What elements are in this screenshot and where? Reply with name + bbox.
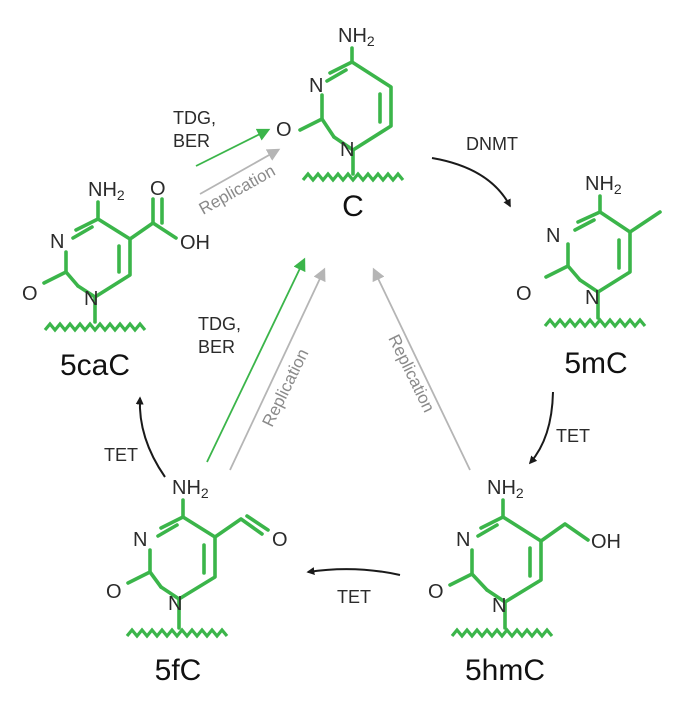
arrow-c-to-5mc	[431, 157, 511, 208]
c-o2-label: O	[276, 119, 292, 141]
c-ring-bonds	[298, 46, 393, 176]
arrow-5cac-to-c-replication	[199, 148, 281, 195]
label-replication-5fc: Replication	[259, 346, 313, 430]
arrow-5fc-to-c-tdg	[206, 257, 306, 463]
c-name: C	[342, 190, 364, 223]
5cac-cooh-oh-label: OH	[180, 232, 210, 254]
arrow-5cac-to-c-tdg	[195, 128, 271, 167]
5fc-ring-bonds	[126, 498, 270, 630]
5fc-cho-o-label: O	[272, 529, 288, 551]
label-tet-5hmc-5fc: TET	[337, 587, 371, 607]
5cac-backbone-wavy	[43, 321, 147, 333]
5fc-nh2-label: NH2	[172, 477, 209, 501]
arrow-5fc-to-c-replication	[229, 267, 326, 471]
label-tet-5mc-5hmc: TET	[556, 426, 590, 446]
molecule-5hmc: NH2 OH N O N 5hmC	[428, 477, 621, 687]
label-dnmt: DNMT	[466, 134, 518, 154]
5hmc-name: 5hmC	[465, 654, 545, 687]
label-tdg-mid-line2: BER	[198, 337, 235, 357]
5fc-o2-label: O	[106, 581, 122, 603]
5hmc-o2-label: O	[428, 581, 444, 603]
5cac-o2-label: O	[22, 283, 38, 305]
5cac-ring-bonds	[42, 197, 178, 324]
molecule-c: NH2 N O N C	[276, 25, 405, 223]
label-replication-5hmc: Replication	[384, 331, 438, 415]
5mc-ring-bonds	[544, 194, 662, 320]
label-tdg-top-line2: BER	[173, 131, 210, 151]
5cac-n1-label: N	[84, 288, 98, 310]
5fc-backbone-wavy	[125, 627, 229, 639]
5cac-name: 5caC	[60, 349, 130, 382]
c-n1-label: N	[340, 139, 354, 161]
label-tet-5fc-5cac: TET	[104, 445, 138, 465]
5cac-n3-label: N	[50, 231, 64, 253]
5mc-n1-label: N	[585, 287, 599, 309]
c-n3-label: N	[309, 75, 323, 97]
5hmc-ring-bonds	[448, 498, 590, 630]
5mc-o2-label: O	[516, 283, 532, 305]
molecule-5fc: NH2 O N O N 5fC	[106, 477, 288, 687]
c-backbone-wavy	[301, 171, 405, 183]
5cac-nh2-label: NH2	[88, 179, 125, 203]
molecule-5mc: NH2 N O N 5mC	[516, 173, 662, 380]
5fc-name: 5fC	[155, 654, 202, 687]
label-tdg-top-line1: TDG,	[173, 108, 216, 128]
arrow-5fc-to-5cac	[135, 396, 166, 478]
arrow-5hmc-to-5fc	[306, 567, 401, 576]
5hmc-oh-label: OH	[591, 531, 621, 553]
5cac-cooh-o-label: O	[150, 178, 166, 200]
5hmc-n1-label: N	[492, 595, 506, 617]
5mc-nh2-label: NH2	[585, 173, 622, 197]
5mc-backbone-wavy	[543, 317, 647, 329]
replication-arrows: Replication Replication Replication	[196, 148, 471, 471]
tdg-ber-arrows: TDG, BER TDG, BER	[173, 108, 306, 463]
5fc-n3-label: N	[133, 529, 147, 551]
5mc-n3-label: N	[546, 225, 560, 247]
5hmc-nh2-label: NH2	[487, 477, 524, 501]
c-nh2-label: NH2	[338, 25, 375, 49]
enzyme-arrows: DNMT TET TET TET	[104, 134, 590, 607]
5hmc-backbone-wavy	[450, 627, 554, 639]
5fc-n1-label: N	[168, 593, 182, 615]
5mc-name: 5mC	[564, 347, 627, 380]
molecule-5cac: NH2 O OH N O N 5caC	[22, 178, 210, 382]
5hmc-n3-label: N	[456, 529, 470, 551]
arrow-5mc-to-5hmc	[528, 391, 554, 465]
label-tdg-mid-line1: TDG,	[198, 314, 241, 334]
arrow-5hmc-to-c-replication	[372, 267, 471, 471]
